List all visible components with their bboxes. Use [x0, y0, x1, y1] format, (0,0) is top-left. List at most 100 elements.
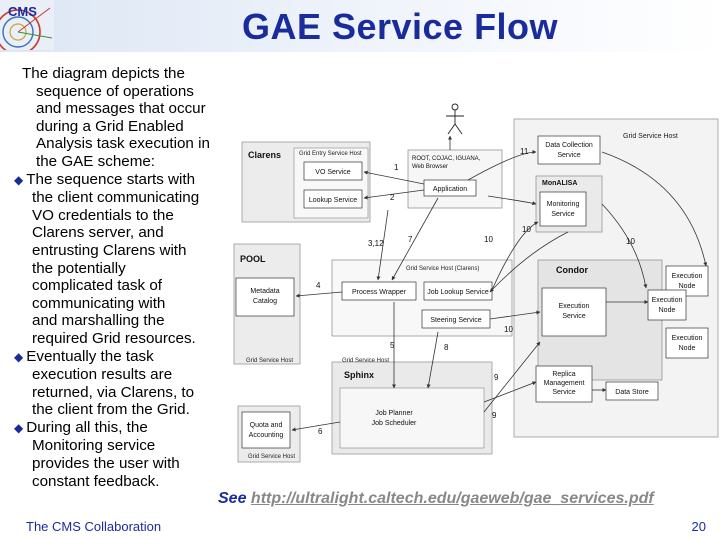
execution-node-box	[647, 289, 687, 321]
diamond-bullet-icon: ◆	[14, 172, 24, 187]
vo-service-box	[303, 161, 363, 181]
step-label: 10	[484, 235, 493, 244]
metadata-catalog-label: Catalog	[253, 298, 277, 305]
see-prefix: See	[218, 490, 251, 507]
data-store-label: Data Store	[615, 389, 649, 396]
job-lookup-label: Job Lookup Service	[427, 289, 489, 296]
quota-label: Quota and	[250, 422, 283, 429]
clarens-host-label: Grid Entry Service Host	[299, 151, 362, 157]
step-label: 9	[494, 373, 499, 382]
intro-paragraph: The diagram depicts the sequence of oper…	[14, 65, 239, 171]
step-label: 10	[522, 225, 531, 234]
bullet-1: ◆The sequence starts with the client com…	[14, 171, 239, 348]
bullet-line: required Grid resources.	[32, 329, 196, 347]
svg-text:CMS: CMS	[8, 4, 37, 19]
clarens-label: Clarens	[248, 150, 281, 160]
bullet-line: ◆Eventually the task	[14, 347, 154, 365]
step-label: 6	[318, 427, 323, 436]
steering-service-label: Steering Service	[430, 317, 481, 324]
job-planner-label: Job Planner	[375, 410, 413, 417]
monalisa-label: MonALISA	[542, 180, 577, 187]
intro-line: during a Grid Enabled	[36, 117, 184, 135]
execution-node-label: Node	[679, 345, 696, 352]
monitoring-label: Service	[551, 211, 574, 218]
step-label: 7	[408, 235, 413, 244]
intro-line: The diagram depicts the	[22, 65, 185, 82]
intro-line: sequence of operations	[36, 82, 194, 100]
step-labels: 1 2 3,12 4 5 6 7 8 9 9 10 10 10 10 11	[316, 147, 635, 436]
replica-label: Service	[552, 389, 575, 396]
page-number: 20	[691, 519, 706, 534]
execution-node-label: Node	[679, 283, 696, 290]
qa-host-label: Grid Service Host	[248, 454, 295, 460]
intro-line: the GAE scheme:	[36, 152, 156, 170]
step-label: 10	[504, 325, 513, 334]
sphinx-label: Sphinx	[344, 370, 374, 380]
metadata-catalog-box	[235, 277, 295, 317]
vo-service-label: VO Service	[315, 169, 351, 176]
bullet-line: execution results are	[32, 366, 173, 384]
sphinx-inner-box	[339, 387, 485, 449]
execution-service-box	[541, 287, 607, 337]
bullet-line: the potentially	[32, 259, 126, 277]
data-collection-label: Data Collection	[545, 142, 593, 149]
grid-service-host-label: Grid Service Host	[623, 133, 678, 140]
step-label: 8	[444, 343, 449, 352]
service-flow-diagram: Grid Service Host Clarens Grid Entry Ser…	[233, 103, 719, 463]
execution-node-label: Execution	[652, 297, 683, 304]
client-apps-line: ROOT, COJAC, IGUANA,	[412, 156, 481, 162]
application-box	[423, 179, 477, 197]
intro-line: and messages that occur	[36, 100, 206, 118]
step-label: 11	[520, 147, 529, 156]
bullet-3: ◆During all this, the Monitoring service…	[14, 419, 239, 490]
quota-label: Accounting	[249, 432, 284, 439]
bullet-line: constant feedback.	[32, 472, 160, 490]
data-collection-box	[537, 135, 601, 165]
bullet-line: Monitoring service	[32, 437, 156, 455]
bullet-line: ◆During all this, the	[14, 418, 148, 436]
application-label: Application	[433, 186, 467, 193]
step-label: 1	[394, 163, 399, 172]
pool-label: POOL	[240, 254, 266, 264]
execution-node-label: Execution	[672, 335, 703, 342]
replica-management-box	[535, 365, 593, 403]
execution-node-label: Execution	[672, 273, 703, 280]
condor-label: Condor	[556, 265, 588, 275]
execution-service-label: Service	[562, 313, 585, 320]
process-wrapper-label: Process Wrapper	[352, 289, 407, 296]
diamond-bullet-icon: ◆	[14, 420, 24, 435]
monitoring-label: Monitoring	[547, 201, 580, 208]
client-host-box	[407, 149, 503, 209]
reference-link[interactable]: http://ultralight.caltech.edu/gaeweb/gae…	[250, 490, 654, 507]
diamond-bullet-icon: ◆	[14, 349, 24, 364]
clarens-gsh-label: Grid Service Host (Clarens)	[406, 266, 479, 272]
job-planner-label: Job Scheduler	[372, 420, 417, 427]
bullet-line: the client communicating	[32, 189, 200, 207]
flow-arrows	[291, 135, 708, 432]
step-label: 2	[390, 193, 395, 202]
sphinx-host-label: Grid Service Host	[342, 358, 389, 364]
intro-line: Analysis task execution in	[36, 135, 210, 153]
bullet-line: Clarens server, and	[32, 224, 164, 242]
header-band	[0, 0, 720, 52]
execution-service-label: Execution	[559, 303, 590, 310]
process-wrapper-box	[341, 281, 417, 301]
execution-node-label: Node	[659, 307, 676, 314]
footer-collaboration: The CMS Collaboration	[26, 519, 162, 534]
replica-label: Replica	[552, 371, 575, 378]
client-apps-line: Web Browser	[412, 164, 448, 170]
bullet-line: provides the user with	[32, 455, 180, 473]
user-icon	[446, 103, 464, 135]
replica-label: Management	[544, 380, 585, 387]
data-collection-label: Service	[557, 152, 580, 159]
step-label: 9	[492, 411, 497, 420]
execution-node-box	[665, 327, 709, 359]
step-label: 5	[390, 341, 395, 350]
bullet-line: the client from the Grid.	[32, 401, 190, 419]
bullet-line: communicating with	[32, 294, 166, 312]
bullet-line: ◆The sequence starts with	[14, 170, 196, 188]
metadata-catalog-label: Metadata	[250, 288, 279, 295]
slide-title: GAE Service Flow	[241, 6, 559, 47]
lookup-service-box	[303, 189, 363, 209]
